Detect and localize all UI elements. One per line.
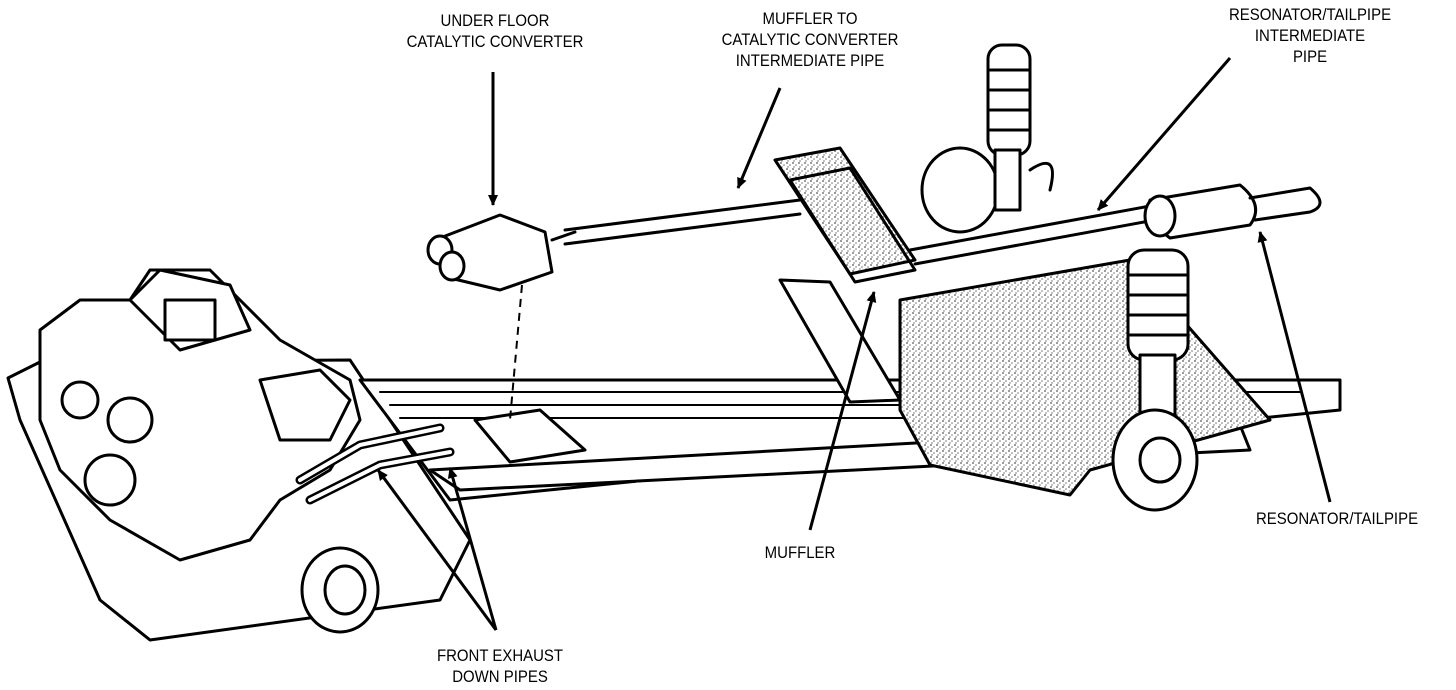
rear-strut-left [920,43,1054,234]
front-exhaust-down-pipes [295,423,455,505]
label-line: MUFFLER TO [762,9,858,28]
heat-shield-plate [473,408,587,464]
resonator-tailpipe [1143,183,1322,240]
label-line: CATALYTIC CONVERTER [406,32,584,51]
arrow-resonator-intermediate [1096,57,1232,211]
arrow-front-exhaust-2 [447,467,498,631]
label-resonator-tailpipe: RESONATOR/TAILPIPE [1236,508,1438,529]
label-under-floor-cat: UNDER FLOOR CATALYTIC CONVERTER [385,10,605,52]
arrow-muffler-intermediate [736,87,782,189]
label-front-exhaust: FRONT EXHAUST DOWN PIPES [412,645,588,687]
arrow-resonator-tailpipe [1257,231,1332,503]
label-line: PIPE [1292,47,1328,66]
cat-to-shield-dashed-line [509,284,523,421]
engine [38,268,362,562]
arrow-front-exhaust-1 [376,469,498,631]
arrow-muffler [808,291,877,531]
muffler-cat-intermediate-pipe [563,198,802,246]
label-line: MUFFLER [764,543,836,562]
rear-strut-right [1111,248,1199,512]
muffler [773,146,917,284]
label-resonator-intermediate: RESONATOR/TAILPIPE INTERMEDIATE PIPE [1213,4,1407,67]
catalytic-converter [426,213,577,292]
label-line: RESONATOR/TAILPIPE [1255,509,1419,528]
label-line: DOWN PIPES [452,667,548,686]
label-line: FRONT EXHAUST [436,646,564,665]
label-line: RESONATOR/TAILPIPE [1228,5,1392,24]
label-line: INTERMEDIATE [1254,26,1366,45]
label-line: UNDER FLOOR [440,11,550,30]
front-wheel-hub [300,546,380,634]
label-line: CATALYTIC CONVERTER [721,30,899,49]
label-line: INTERMEDIATE PIPE [735,51,885,70]
resonator-intermediate-pipe [908,204,1157,266]
label-muffler-intermediate: MUFFLER TO CATALYTIC CONVERTER INTERMEDI… [696,8,925,71]
label-muffler: MUFFLER [747,542,853,563]
